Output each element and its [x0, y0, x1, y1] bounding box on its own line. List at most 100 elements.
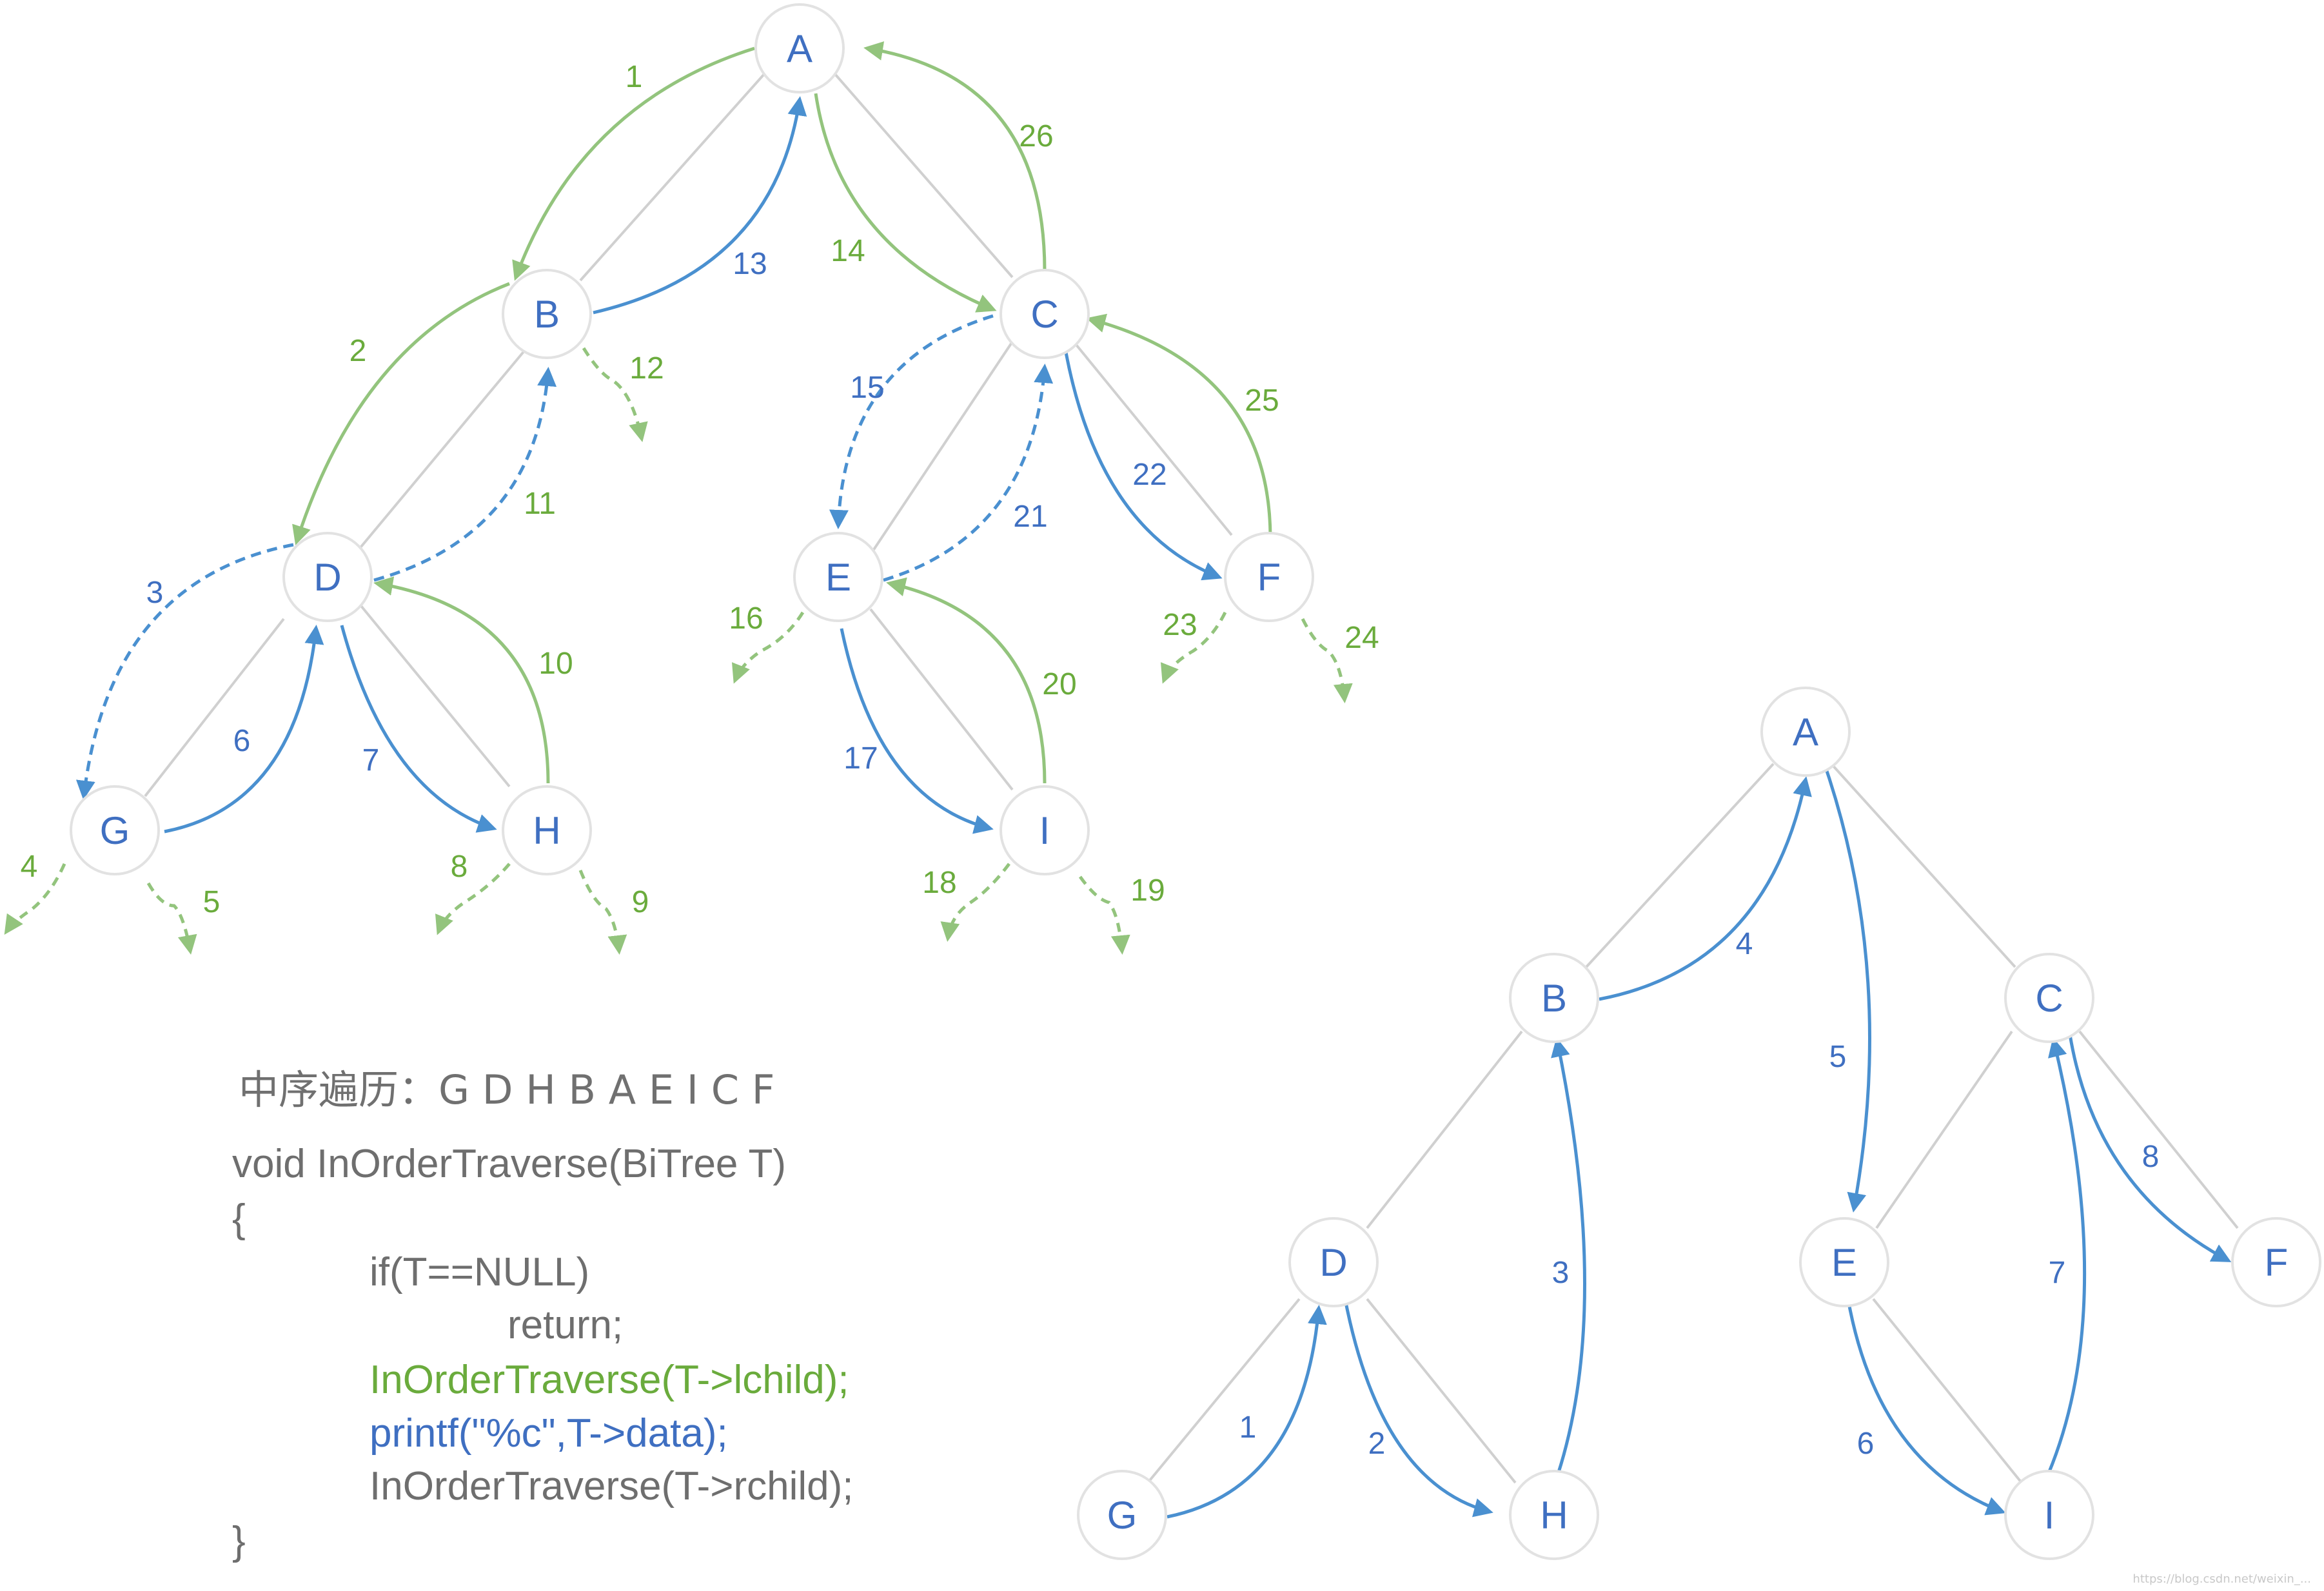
right-node-A: A — [1760, 687, 1851, 777]
left-node-H: H — [502, 785, 592, 875]
arrow-step-11 — [373, 367, 557, 582]
left-tree-null-arrows — [4, 347, 1353, 955]
arrow-step-6 — [164, 625, 324, 834]
arrow-step-16 — [731, 611, 805, 684]
r-edge-A-B — [1585, 763, 1775, 968]
arrow-step-2 — [292, 282, 510, 545]
left-tree-edges — [144, 73, 1233, 797]
arrow-step-17 — [840, 628, 994, 834]
right-node-I-label: I — [2044, 1494, 2055, 1537]
r-step-label-4: 4 — [1736, 927, 1753, 961]
arrow-step-13 — [593, 96, 807, 315]
code-line-left-recursion: InOrderTraverse(T->lchild); — [369, 1358, 849, 1402]
step-label-17: 17 — [843, 741, 878, 776]
arrow-step-4 — [4, 863, 66, 935]
right-node-H: H — [1509, 1470, 1599, 1560]
right-tree-blue-arrows — [1167, 737, 2232, 1519]
step-label-7: 7 — [362, 743, 380, 777]
arrow-step-22 — [1062, 341, 1223, 581]
code-line-return: return; — [507, 1303, 624, 1347]
right-node-F: F — [2231, 1217, 2321, 1307]
r-step-label-8: 8 — [2142, 1140, 2160, 1174]
step-label-18: 18 — [922, 866, 956, 900]
right-node-G-label: G — [1107, 1494, 1137, 1537]
step-label-24: 24 — [1344, 621, 1379, 655]
r-edge-D-H — [1366, 1298, 1517, 1484]
edge-A-B — [579, 73, 765, 282]
code-line-if: if(T==NULL) — [369, 1250, 590, 1294]
step-label-13: 13 — [733, 247, 767, 281]
step-label-8: 8 — [451, 850, 468, 884]
r-arrow-step-3 — [1551, 1037, 1586, 1477]
arrow-step-19 — [1078, 875, 1130, 955]
step-label-2: 2 — [350, 334, 367, 368]
step-label-11: 11 — [524, 487, 556, 521]
right-node-C-label: C — [2035, 977, 2063, 1020]
right-node-C: C — [2004, 953, 2094, 1043]
code-line-printf: printf("%c",T->data); — [369, 1411, 728, 1456]
watermark: https://blog.csdn.net/weixin_... — [2132, 1572, 2311, 1586]
left-node-I: I — [1000, 785, 1090, 875]
edge-E-I — [869, 608, 1014, 791]
step-label-25: 25 — [1245, 384, 1279, 418]
r-edge-C-E — [1875, 1030, 2013, 1229]
left-node-C-label: C — [1030, 293, 1058, 336]
step-label-16: 16 — [729, 601, 763, 636]
arrow-step-8 — [435, 863, 511, 935]
r-arrow-step-6 — [1846, 1295, 2006, 1516]
left-node-D: D — [282, 532, 373, 622]
step-label-10: 10 — [538, 647, 573, 681]
edge-C-F — [1072, 340, 1233, 536]
edge-B-D — [353, 340, 533, 556]
right-node-E: E — [1799, 1217, 1889, 1307]
left-tree-blue-arrows — [164, 96, 1223, 834]
r-edge-E-I — [1872, 1298, 2023, 1484]
left-node-E: E — [793, 532, 883, 622]
r-arrow-step-2 — [1343, 1295, 1493, 1518]
left-node-D-label: D — [313, 556, 341, 599]
step-label-15: 15 — [850, 371, 884, 405]
r-step-label-1: 1 — [1239, 1410, 1257, 1445]
r-arrow-step-8 — [2068, 1034, 2232, 1262]
step-label-22: 22 — [1132, 458, 1167, 492]
left-node-I-label: I — [1039, 809, 1050, 852]
right-node-H-label: H — [1540, 1494, 1568, 1537]
r-edge-A-C — [1830, 763, 2016, 968]
code-line-close-brace: } — [232, 1519, 246, 1563]
right-tree-edges — [1147, 763, 2239, 1484]
step-label-14: 14 — [831, 234, 865, 268]
right-node-G: G — [1077, 1470, 1167, 1560]
step-label-6: 6 — [233, 724, 251, 758]
arrow-step-18 — [940, 863, 1010, 942]
step-label-5: 5 — [203, 885, 221, 919]
r-step-label-7: 7 — [2049, 1256, 2066, 1290]
step-label-19: 19 — [1130, 874, 1165, 908]
left-node-B: B — [502, 269, 592, 359]
edge-A-C — [834, 73, 1014, 278]
right-node-A-label: A — [1793, 710, 1818, 754]
code-line-open-brace: { — [232, 1196, 246, 1241]
r-edge-C-F — [2078, 1030, 2239, 1229]
arrow-step-1 — [512, 46, 755, 281]
arrow-step-3 — [75, 543, 294, 800]
left-tree-step-labels: 1 2 3 4 5 6 7 8 9 10 11 12 13 14 15 16 1… — [21, 60, 1379, 919]
left-node-H-label: H — [533, 809, 560, 852]
step-label-20: 20 — [1042, 667, 1076, 701]
step-label-21: 21 — [1013, 500, 1047, 534]
step-label-9: 9 — [632, 885, 649, 919]
edge-C-E — [869, 340, 1014, 556]
left-node-A: A — [754, 3, 845, 93]
right-tree-step-labels: 1 2 3 4 5 6 7 8 — [1239, 927, 2160, 1461]
left-node-E-label: E — [825, 556, 851, 599]
arrow-step-25 — [1086, 313, 1272, 539]
r-arrow-step-1 — [1167, 1305, 1327, 1519]
r-edge-B-D — [1366, 1030, 1523, 1229]
r-step-label-5: 5 — [1829, 1040, 1847, 1074]
step-label-3: 3 — [146, 576, 164, 610]
left-node-B-label: B — [534, 293, 560, 336]
left-tree-green-arrows — [292, 41, 1272, 784]
right-node-F-label: F — [2265, 1241, 2289, 1284]
r-arrow-step-5 — [1813, 737, 1871, 1213]
step-label-12: 12 — [629, 351, 664, 386]
r-arrow-step-4 — [1599, 776, 1812, 1001]
